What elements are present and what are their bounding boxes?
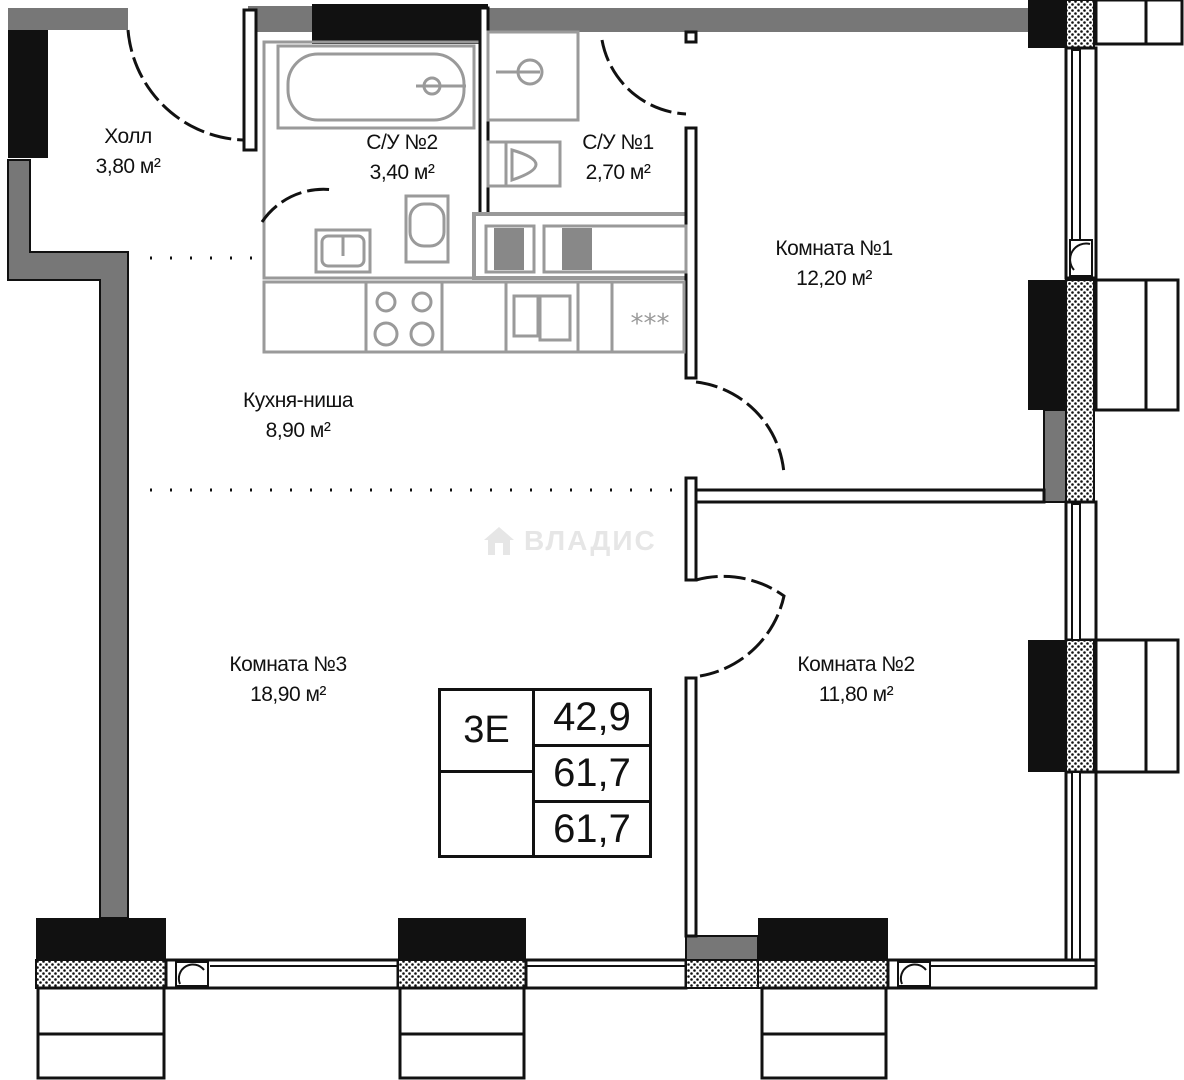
exterior-walls <box>7 0 1184 1080</box>
apartment-info-box: 3Е 42,9 61,7 61,7 <box>438 688 652 858</box>
door-swings <box>126 29 786 678</box>
shafts <box>484 224 688 274</box>
toilet-bath1 <box>486 140 562 188</box>
room-label-room1: Комната №1 12,20 м² <box>775 234 893 294</box>
toilet-bath2 <box>404 194 450 264</box>
living-area: 42,9 <box>535 691 649 747</box>
apartment-type-blank <box>441 773 535 855</box>
room-area: 18,90 м² <box>250 683 326 706</box>
watermark-text: ВЛАДИС <box>524 525 657 556</box>
total-area-2: 61,7 <box>553 806 631 851</box>
room-label-bath1: С/У №1 2,70 м² <box>582 128 654 188</box>
room-name: Комната №3 <box>229 653 347 676</box>
room-label-room2: Комната №2 11,80 м² <box>797 650 915 710</box>
watermark: ВЛАДИС <box>482 524 657 558</box>
total-area: 61,7 <box>535 747 649 803</box>
washbasin-bath2 <box>314 228 372 274</box>
room-area: 8,90 м² <box>265 419 331 442</box>
bathtub <box>276 44 476 130</box>
room-name: Комната №1 <box>775 237 893 260</box>
room-name: Холл <box>104 125 152 148</box>
room-name: Комната №2 <box>797 653 915 676</box>
room-area: 3,80 м² <box>95 155 161 178</box>
room-label-room3: Комната №3 18,90 м² <box>229 650 347 710</box>
fridge-glyph: *** <box>631 309 670 339</box>
room-label-hall: Холл 3,80 м² <box>96 122 161 182</box>
kitchen-counter <box>262 280 686 354</box>
house-icon <box>484 527 514 555</box>
room-area: 2,70 м² <box>585 161 651 184</box>
room-area: 12,20 м² <box>796 267 872 290</box>
room-area: 3,40 м² <box>369 161 435 184</box>
room-name: Кухня-ниша <box>242 389 354 412</box>
apartment-type: 3Е <box>441 691 535 773</box>
room-label-bath2: С/У №2 3,40 м² <box>366 128 438 188</box>
room-area: 11,80 м² <box>818 683 894 706</box>
room-label-kitchen: Кухня-ниша 8,90 м² <box>242 386 354 446</box>
room-name: С/У №2 <box>366 131 438 154</box>
room-name: С/У №1 <box>582 131 654 154</box>
washbasin-bath1 <box>486 30 580 122</box>
